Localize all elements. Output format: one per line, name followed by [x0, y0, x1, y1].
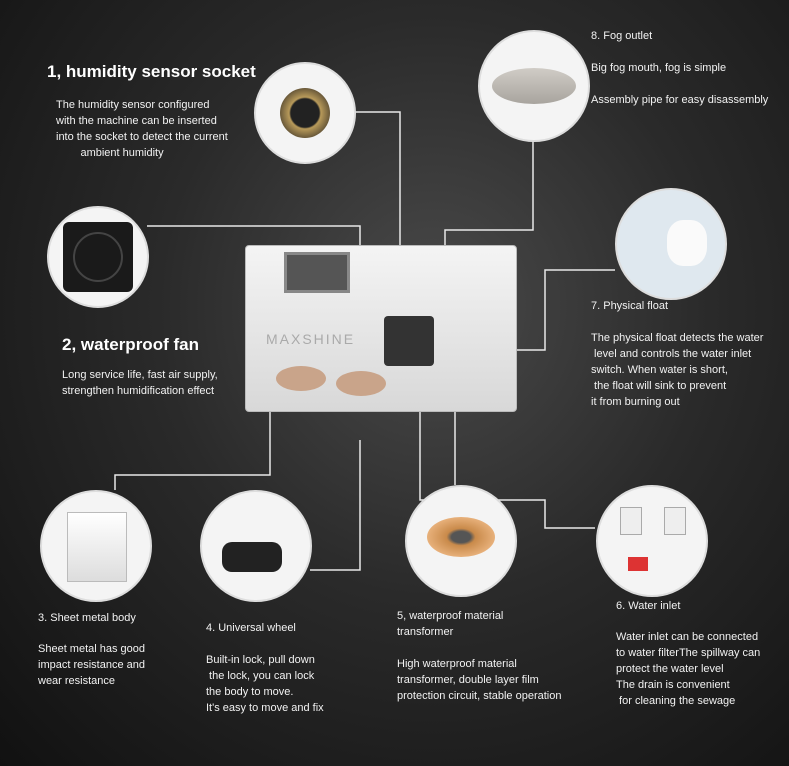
transformer-title: 5, waterproof material transformer: [397, 610, 504, 638]
watermark: MAXSHINE: [266, 331, 356, 347]
transducer-icon: [336, 371, 386, 396]
inlet-fitting-icon: [620, 507, 642, 535]
wheel-title: 4. Universal wheel: [206, 622, 296, 634]
fog-mouth-icon: [492, 68, 576, 104]
sensor-socket-image: [254, 62, 356, 164]
fog-line2: Assembly pipe for easy disassembly: [591, 94, 769, 106]
inlet-title: 6. Water inlet: [616, 600, 681, 612]
fan-image: [47, 206, 149, 308]
control-panel: [284, 252, 350, 293]
transformer-icon: [427, 517, 495, 557]
wheel-icon: [222, 542, 282, 572]
water-inlet-image: [596, 485, 708, 597]
inlet-body: Water inlet can be connected to water fi…: [616, 631, 761, 707]
valve-icon: [628, 557, 648, 571]
float-image: [615, 188, 727, 300]
sheet-title: 3. Sheet metal body: [38, 612, 136, 624]
wheel-image: [200, 490, 312, 602]
fan-title: 2, waterproof fan: [62, 335, 199, 354]
transducer-icon: [276, 366, 326, 391]
machine-fan-icon: [384, 316, 434, 366]
float-icon: [667, 220, 707, 266]
sheet-metal-image: [40, 490, 152, 602]
sheet-body: Sheet metal has good impact resistance a…: [38, 643, 146, 687]
transformer-image: [405, 485, 517, 597]
fog-outlet-image: [478, 30, 590, 142]
float-title: 7. Physical float: [591, 300, 669, 312]
sensor-body: The humidity sensor configured with the …: [56, 99, 228, 159]
fog-title: 8. Fog outlet: [591, 30, 653, 42]
machine-body-icon: [67, 512, 127, 582]
fan-body: Long service life, fast air supply, stre…: [62, 369, 218, 397]
sensor-title: 1, humidity sensor socket: [47, 62, 256, 81]
fan-icon: [63, 222, 133, 292]
socket-icon: [280, 88, 330, 138]
transformer-body: High waterproof material transformer, do…: [397, 658, 562, 702]
inlet-fitting-icon: [664, 507, 686, 535]
wheel-body: Built-in lock, pull down the lock, you c…: [206, 654, 324, 714]
fog-line1: Big fog mouth, fog is simple: [591, 62, 727, 74]
float-body: The physical float detects the water lev…: [591, 332, 764, 408]
humidifier-machine: MAXSHINE: [245, 245, 517, 412]
